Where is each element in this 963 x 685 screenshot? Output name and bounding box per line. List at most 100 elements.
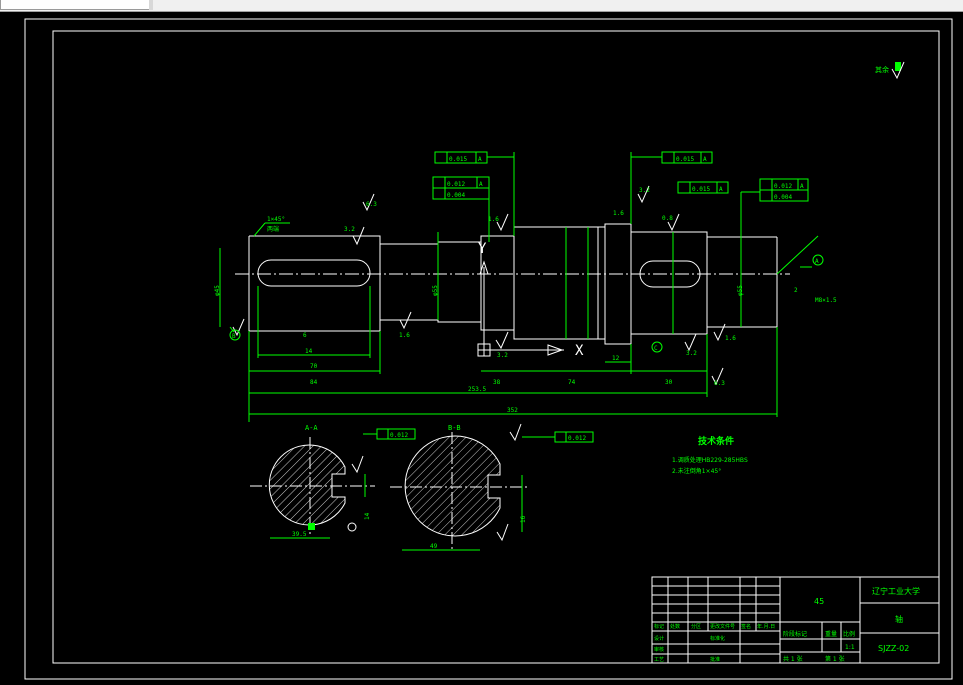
title-sheet-no: 第 1 张 — [825, 655, 845, 663]
tech-title: 技术条件 — [698, 435, 734, 447]
svg-text:0.015: 0.015 — [676, 156, 694, 163]
title-stage-label: 阶段标记 — [783, 630, 807, 638]
rough-label-1: 3.2 — [344, 226, 355, 233]
title-block — [651, 576, 940, 664]
tolerance-frames: 0.015 A 0.012 A 0.004 0.015 A 0.015 — [432, 151, 809, 202]
svg-text:A: A — [479, 181, 483, 188]
svg-text:0.004: 0.004 — [447, 192, 465, 199]
technical-requirements: 技术条件 1.调质处理HB229-285HBS 2.未注倒角1×45° — [672, 435, 748, 475]
title-school: 辽宁工业大学 — [872, 586, 920, 596]
tech-line-1: 1.调质处理HB229-285HBS — [672, 456, 748, 464]
title-design-label: 设计 — [654, 635, 664, 642]
keyway-note-text: 两端 — [267, 225, 279, 233]
svg-text:0.015: 0.015 — [449, 156, 467, 163]
tol-frame-1: 0.015 A — [434, 151, 514, 164]
dim-seg3: 74 — [568, 379, 576, 386]
datum-markers: B C A — [229, 254, 824, 353]
window-toolbar — [0, 0, 963, 12]
general-roughness-note: 其余 — [875, 61, 905, 80]
rough-label-8: 1.6 — [488, 216, 499, 223]
keyway-right — [639, 260, 701, 288]
command-input-cap — [149, 0, 153, 10]
title-change-label: 更改文件号 — [710, 623, 735, 630]
tol-frame-4: 0.015 A — [677, 181, 729, 194]
svg-text:0.015: 0.015 — [692, 186, 710, 193]
tol-frame-5: 0.012 A 0.004 — [741, 178, 809, 202]
section-b-tol: 0.012 — [568, 435, 586, 442]
svg-text:A: A — [800, 183, 804, 190]
title-drawing-no: SJZZ-02 — [878, 644, 909, 653]
datum-c-label: C — [654, 345, 658, 352]
title-part-name: 轴 — [895, 614, 903, 624]
title-mark-label: 标记 — [654, 623, 664, 630]
dim-small-1: 6 — [303, 332, 307, 339]
section-a-tol: 0.012 — [390, 432, 408, 439]
tol-frame-2: 0.012 A 0.004 — [432, 176, 490, 200]
dim-total: 352 — [507, 407, 518, 414]
section-b-width: 16 — [520, 515, 527, 523]
ucs-icon: Y X — [477, 241, 584, 359]
dim-total-inner: 253.5 — [468, 386, 486, 393]
dim-left-dia: φ45 — [214, 285, 221, 296]
title-process-label: 工艺 — [654, 657, 664, 663]
dim-small-2: 2 — [794, 287, 798, 294]
dim-thread: M8×1.5 — [815, 297, 837, 304]
roughness-symbol-icon — [891, 61, 905, 80]
rough-label-7: 6.3 — [366, 201, 377, 208]
svg-text:0.004: 0.004 — [774, 194, 792, 201]
inner-frame — [52, 30, 940, 664]
svg-text:0.012: 0.012 — [447, 181, 465, 188]
shaft-body — [248, 223, 778, 345]
dim-seg2: 38 — [493, 379, 501, 386]
rough-label-9: 3.2 — [686, 350, 697, 357]
roughness-note-block — [895, 62, 901, 71]
title-audit-label: 审核 — [654, 646, 664, 653]
tol-frame-3: 0.015 A — [631, 151, 713, 164]
title-date-label: 年.月.日 — [757, 623, 775, 630]
section-b-title: B-B — [448, 424, 461, 432]
title-sheets-total: 共 1 张 — [783, 655, 803, 663]
svg-text:0.012: 0.012 — [774, 183, 792, 190]
title-zone-label: 分区 — [691, 623, 701, 630]
section-a-title: A-A — [305, 424, 318, 432]
ucs-y-label: Y — [478, 241, 487, 257]
title-approve-label: 批准 — [710, 656, 720, 663]
rough-label-4: 1.6 — [725, 335, 736, 342]
keyway-left — [257, 259, 371, 287]
rough-label-5: 0.8 — [662, 215, 673, 222]
section-b-view: B-B 49 16 0.012 — [390, 423, 594, 552]
outer-frame — [24, 18, 953, 680]
main-dimension-lines — [219, 152, 819, 422]
svg-text:A: A — [719, 186, 723, 193]
chamfer-leader: 1×45° 两端 — [253, 216, 290, 237]
svg-text:A: A — [478, 156, 482, 163]
ucs-x-label: X — [575, 343, 584, 359]
dim-right-dia: φ55 — [737, 285, 744, 296]
title-material: 45 — [814, 597, 824, 606]
section-a-depth: 39.5 — [292, 531, 307, 538]
section-a-view: A-A 39.5 14 0.012 — [250, 424, 416, 539]
dim-mid-dia: φ55 — [432, 285, 439, 296]
cad-drawing-canvas[interactable]: 其余 — [0, 12, 963, 685]
section-b-depth: 49 — [430, 543, 438, 550]
rough-label-10: 6.3 — [714, 380, 725, 387]
title-sign-label: 签名 — [741, 623, 751, 630]
title-scale-label: 比例 — [843, 630, 855, 638]
command-input[interactable] — [0, 0, 150, 10]
rough-label-11: 1.6 — [613, 210, 624, 217]
title-count-label: 处数 — [670, 623, 680, 630]
section-a-width: 14 — [364, 512, 371, 520]
datum-b-label: B — [232, 333, 236, 340]
datum-a-label: A — [815, 258, 819, 265]
rough-label-2: 1.6 — [399, 332, 410, 339]
svg-text:A: A — [703, 156, 707, 163]
dim-seg1: 84 — [310, 379, 318, 386]
rough-label-6: 3.2 — [639, 187, 650, 194]
rough-label-3: 3.2 — [497, 352, 508, 359]
dim-key-length: 70 — [310, 363, 318, 370]
dim-seg5: 30 — [665, 379, 673, 386]
title-scale-value: 1:1 — [845, 644, 855, 651]
dim-key-width: 14 — [305, 348, 313, 355]
title-std-label: 标准化 — [710, 635, 725, 642]
roughness-symbols — [232, 185, 726, 386]
